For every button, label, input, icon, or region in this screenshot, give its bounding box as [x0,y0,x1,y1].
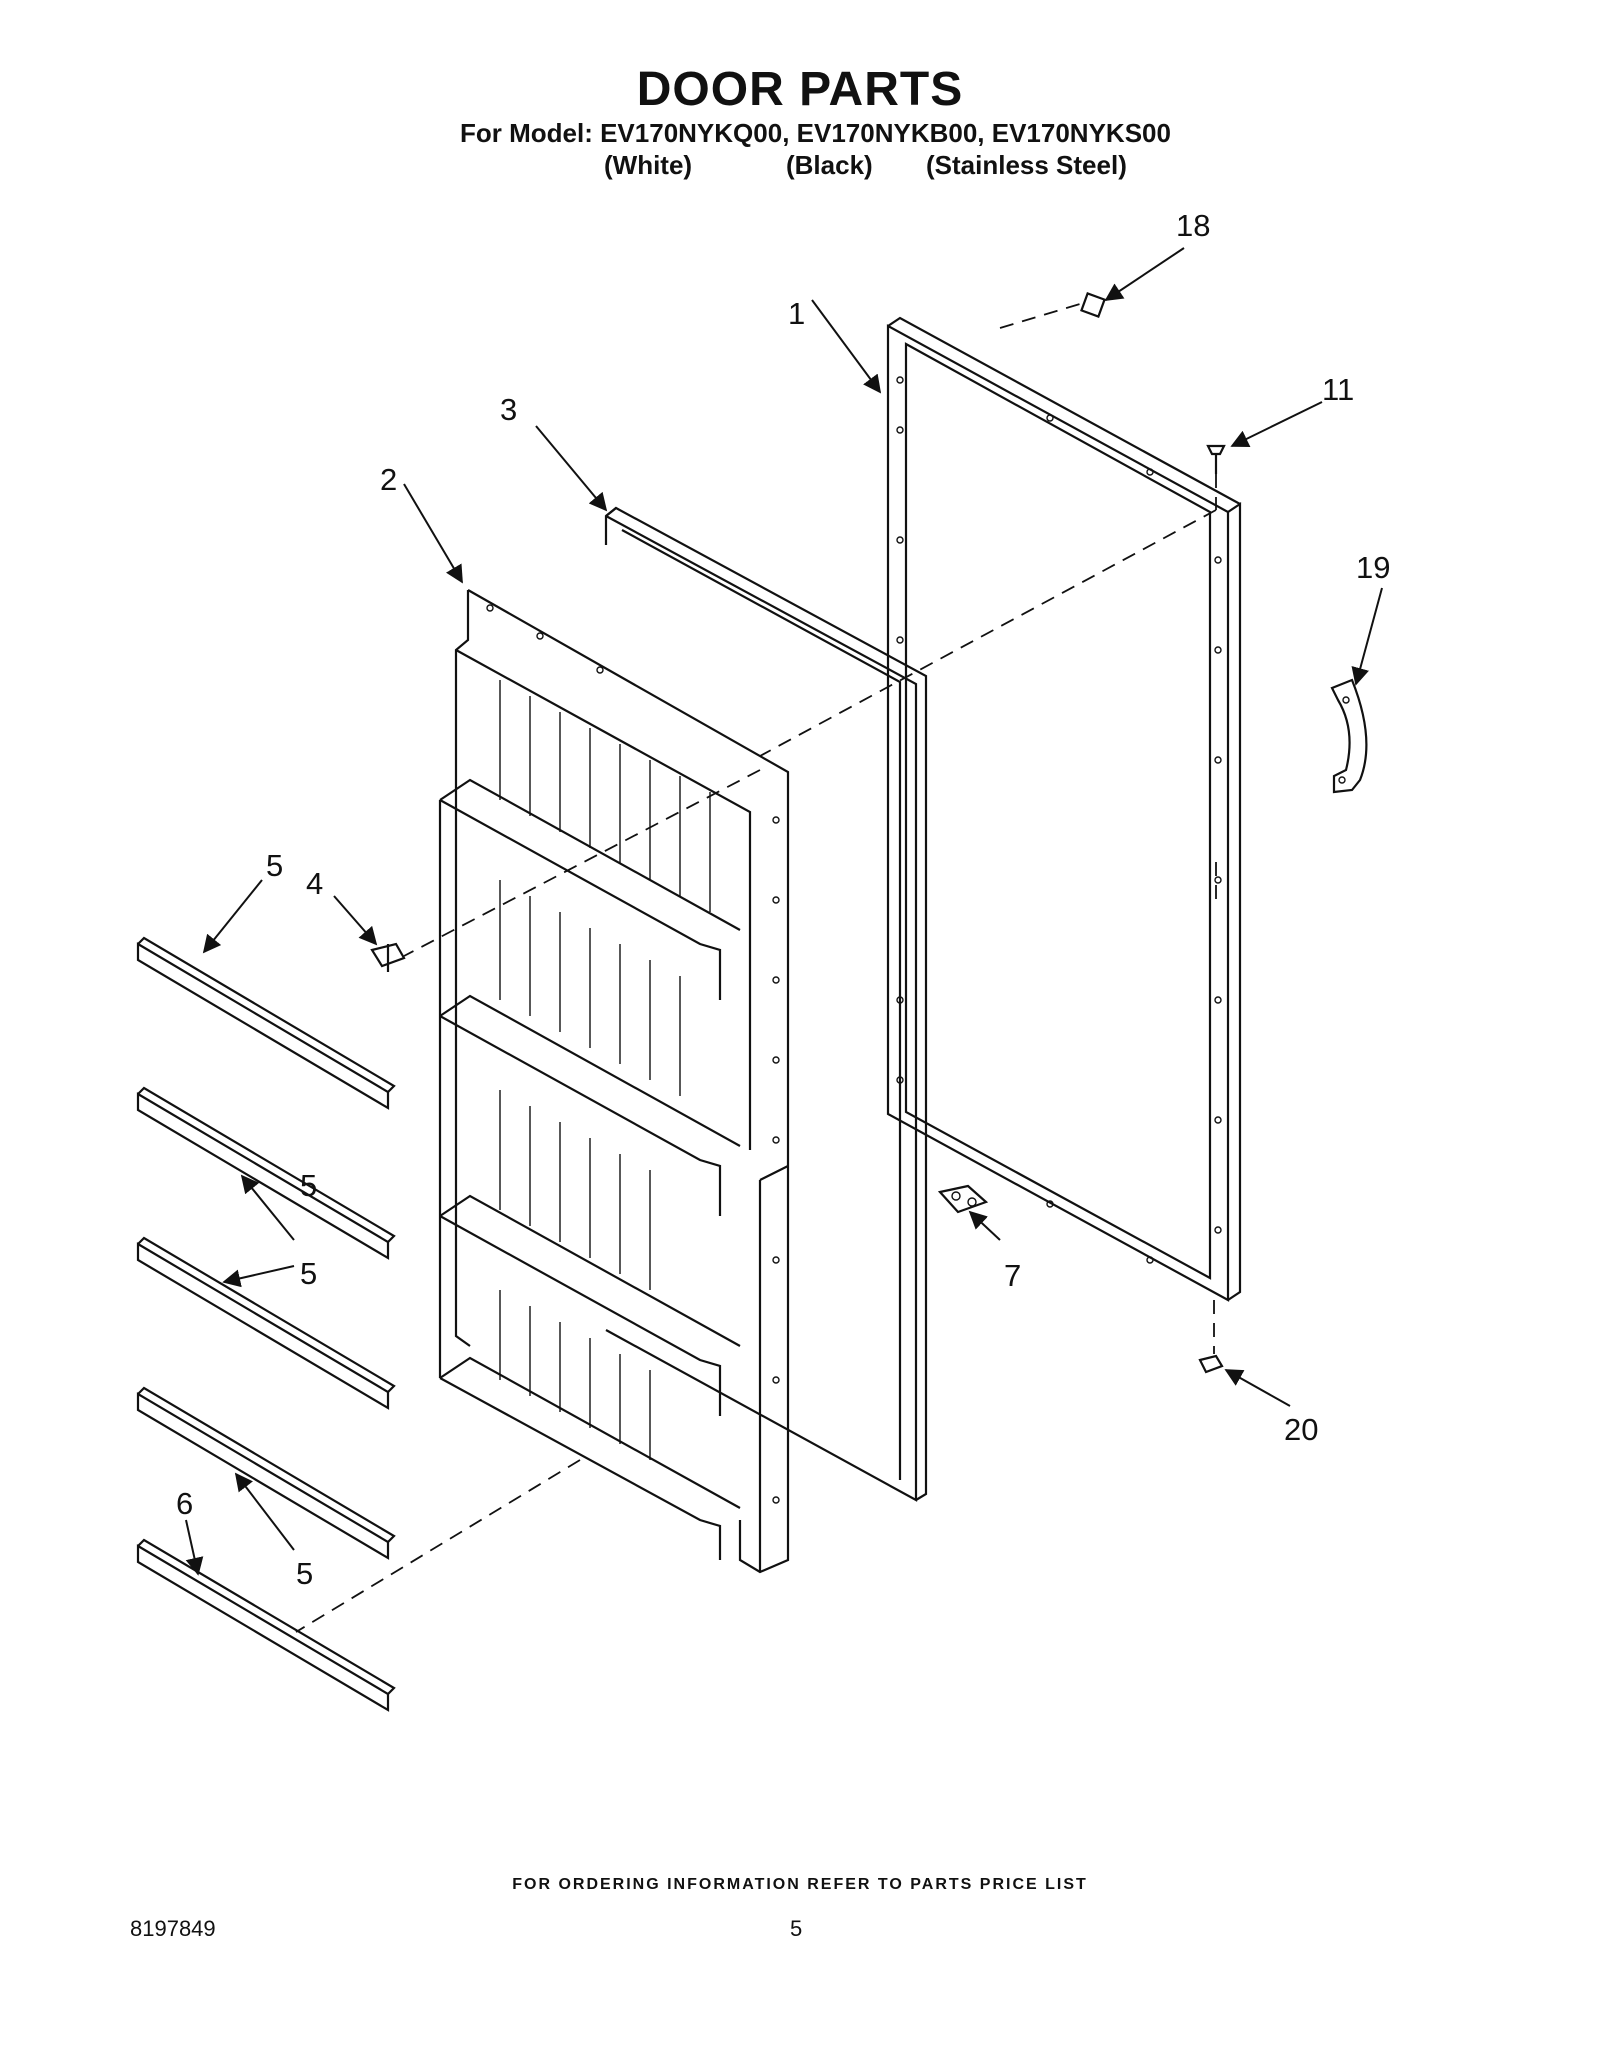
trim-strip-3 [136,1236,396,1410]
trim-strip-2 [136,1086,396,1260]
callout-3: 3 [500,392,517,427]
callout-2: 2 [380,462,397,497]
callout-5-c: 5 [300,1256,317,1291]
callout-leaders [185,247,1383,1576]
callout-1: 1 [788,296,805,331]
model-line: For Model: EV170NYKQ00, EV170NYKB00, EV1… [460,118,1171,148]
document-number: 8197849 [130,1916,216,1941]
door-handle-part-19 [1330,678,1368,794]
hinge-part-7 [937,1184,989,1214]
ordering-note: FOR ORDERING INFORMATION REFER TO PARTS … [512,1876,1088,1893]
variant-black: (Black) [786,150,873,180]
callout-11: 11 [1322,372,1354,407]
page-title: DOOR PARTS [636,63,964,116]
trim-strip-1 [136,936,396,1110]
callout-5-b: 5 [300,1168,317,1203]
callout-5-d: 5 [296,1556,313,1591]
assembly-lines [295,303,1217,1633]
callout-numbers: 1 2 3 4 5 5 5 5 6 7 11 18 19 20 [176,208,1390,1591]
outer-door-panel [886,316,1242,1302]
clip-part-18 [1080,292,1106,318]
callout-5-a: 5 [266,848,283,883]
nut-part-20 [1198,1354,1224,1374]
door-gasket [604,506,928,1502]
variant-white: (White) [604,150,693,180]
screw-part-4 [370,942,406,972]
trim-strip-4 [136,1386,396,1560]
callout-6: 6 [176,1486,193,1521]
callout-7: 7 [1004,1258,1021,1293]
page-number: 5 [790,1916,803,1941]
callout-4: 4 [306,866,323,901]
inner-door-liner [438,589,790,1574]
callout-19: 19 [1356,550,1390,585]
bottom-trim-strip [136,1538,396,1712]
screw-part-11 [1206,444,1226,474]
variant-stainless: (Stainless Steel) [926,150,1127,180]
callout-20: 20 [1284,1412,1318,1447]
callout-18: 18 [1176,208,1210,243]
